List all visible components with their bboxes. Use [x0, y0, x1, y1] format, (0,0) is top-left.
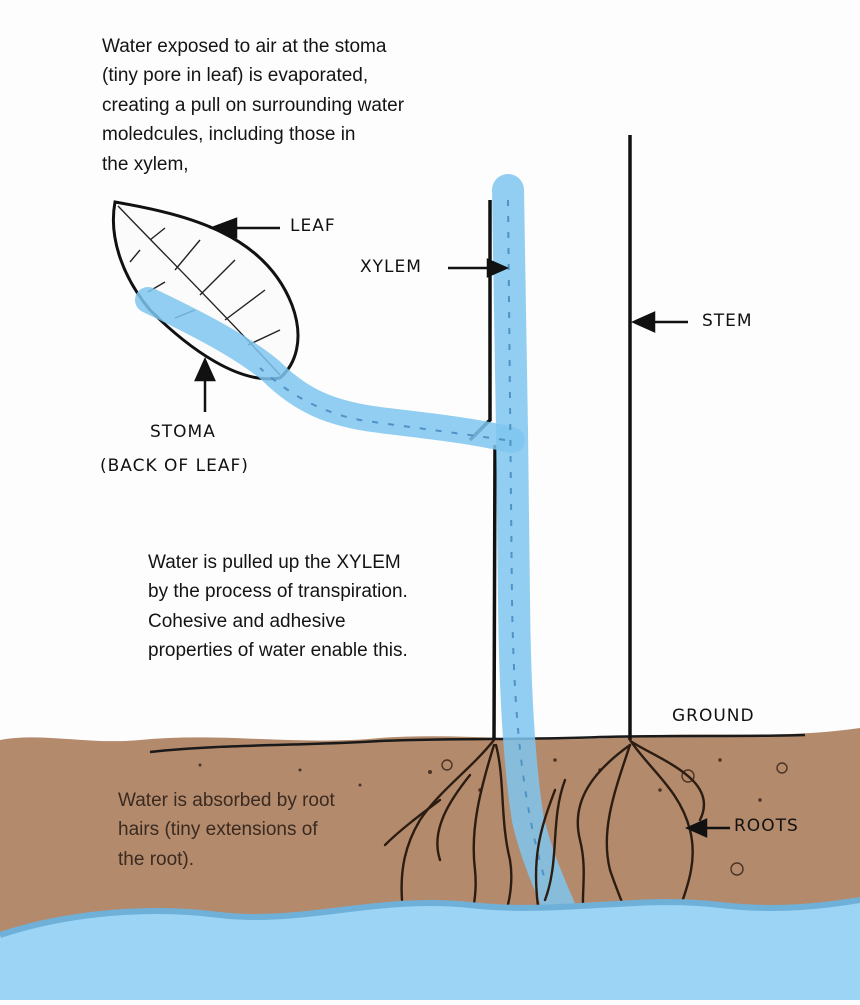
xylem-water	[135, 174, 586, 951]
stem-label: STEM	[702, 311, 753, 331]
stem-left-line	[468, 200, 492, 442]
leaf-arrowhead	[208, 217, 238, 239]
roots-label: ROOTS	[734, 816, 799, 836]
ground-line	[149, 733, 806, 754]
xylem-arrowhead	[486, 258, 510, 278]
stoma-label: STOMA	[150, 422, 216, 442]
stoma-arrowhead	[194, 356, 216, 382]
stoma-sub-label: (BACK OF LEAF)	[100, 456, 249, 476]
ground-label: GROUND	[672, 706, 755, 726]
pointer-arrows	[194, 217, 730, 838]
root-caption: Water is absorbed by root hairs (tiny ex…	[118, 790, 335, 870]
leaf-label: LEAF	[290, 216, 336, 236]
groundwater	[0, 900, 860, 1000]
stem-arrowhead	[630, 311, 656, 333]
xylem-label: XYLEM	[360, 257, 422, 277]
xylem-caption: Water is pulled up the XYLEM by the proc…	[148, 552, 408, 662]
plant-stem-line	[492, 444, 497, 741]
stoma-caption: Water exposed to air at the stoma (tiny …	[102, 36, 405, 175]
groundwater-surface	[0, 897, 860, 938]
roots-arrowhead	[684, 818, 708, 838]
